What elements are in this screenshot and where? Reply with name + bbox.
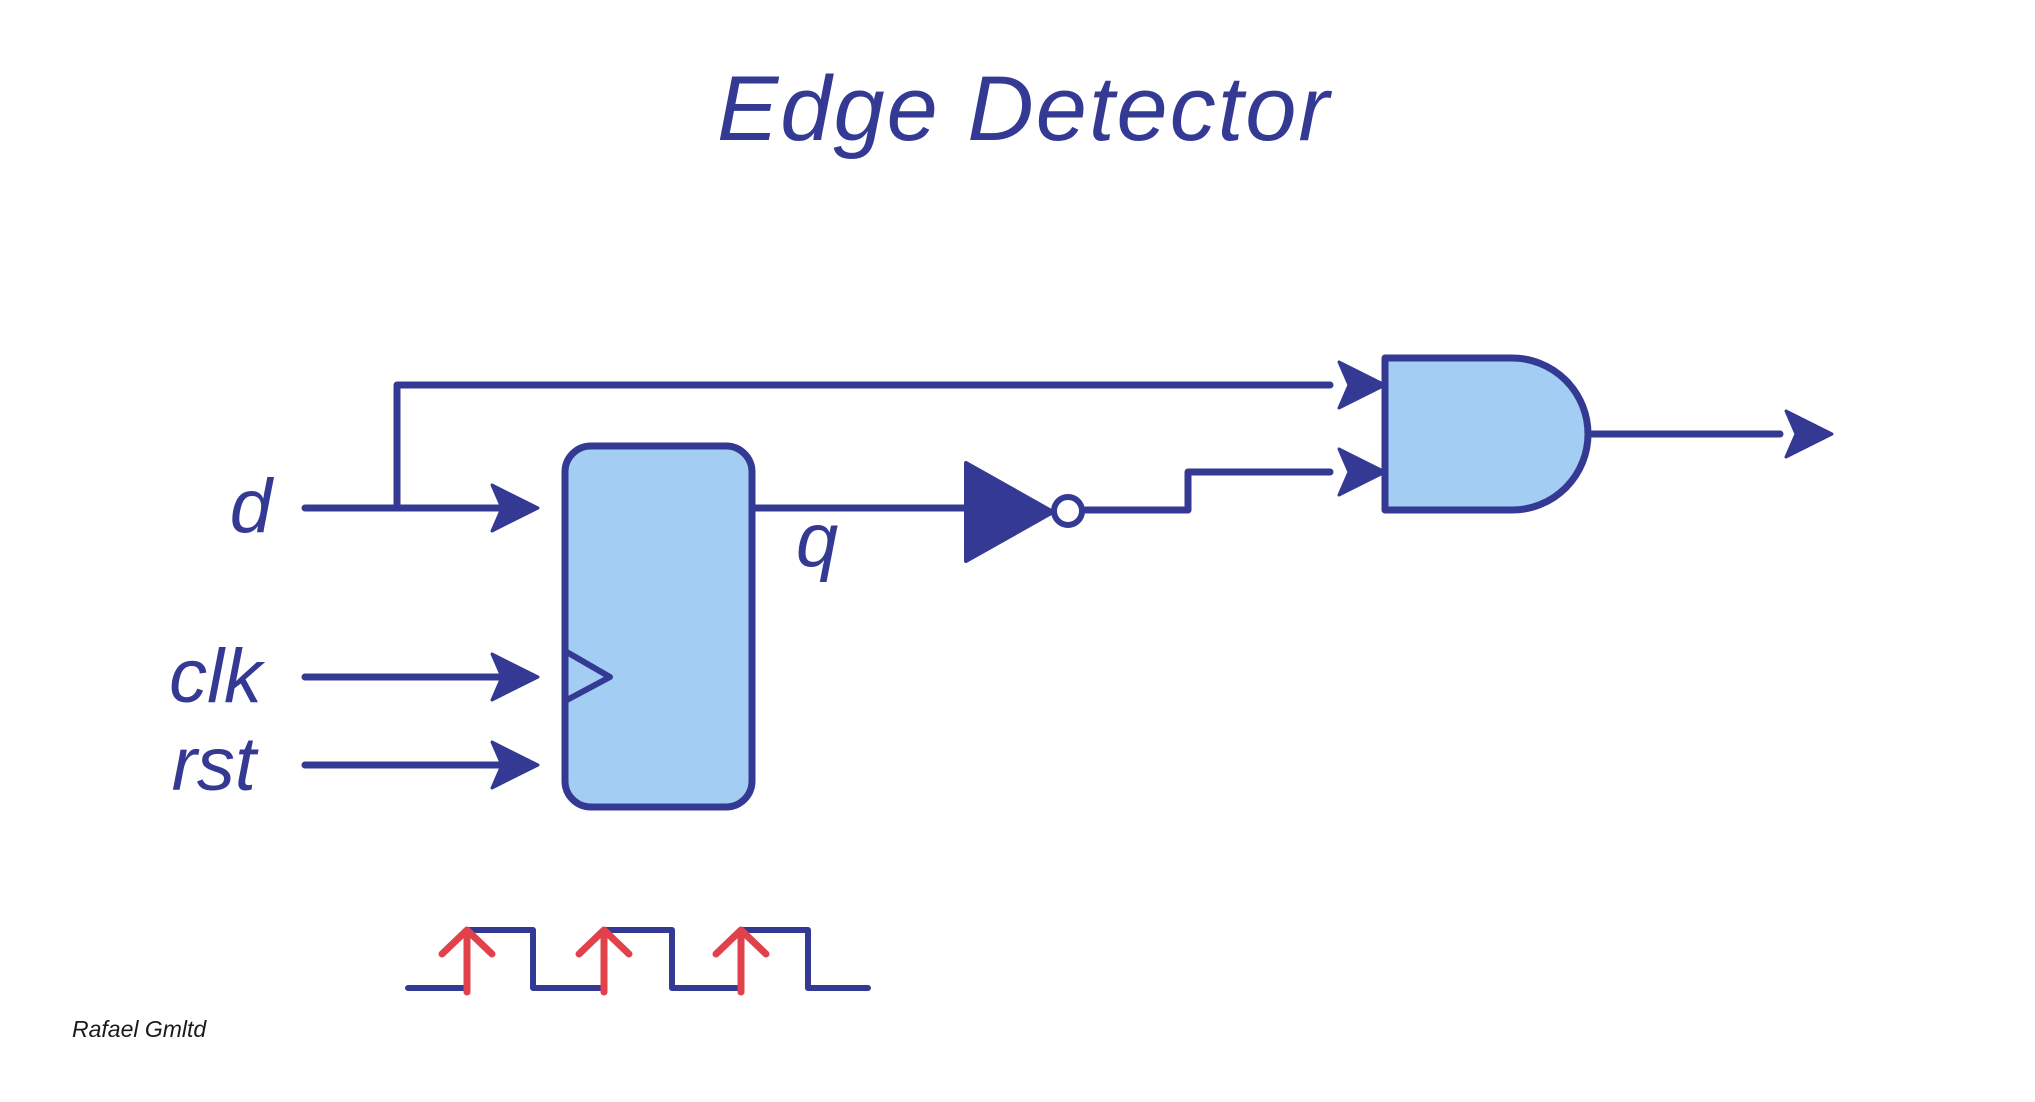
inverter (964, 461, 1085, 563)
diagram-title: Edge Detector (717, 58, 1332, 160)
arrowhead-gate-input-a (1337, 360, 1387, 410)
wire-inverter-to-gate (1077, 468, 1334, 514)
arrowhead-gate-input-b (1337, 447, 1387, 497)
wires (301, 381, 1784, 769)
rising-edge-arrow-icon (575, 926, 633, 996)
inverter-bubble (1051, 494, 1085, 528)
clock-square-wave (405, 927, 871, 991)
wire-d-bypass (393, 381, 1334, 512)
arrowhead-d (490, 483, 540, 533)
arrowhead-clk (490, 652, 540, 702)
output-label-q: q (796, 498, 838, 583)
arrowheads (490, 360, 1834, 790)
input-label-clk: clk (169, 634, 266, 719)
flip-flop (561, 442, 756, 811)
input-label-rst: rst (172, 722, 259, 807)
and-gate-body (1381, 354, 1592, 514)
and-gate (1381, 354, 1592, 514)
clock-input-triangle-icon (562, 648, 613, 704)
arrowhead-rst (490, 740, 540, 790)
rising-edge-arrow-icon (712, 926, 770, 996)
flip-flop-body (561, 442, 756, 811)
inverter-triangle (964, 461, 1055, 563)
rising-edge-arrow-icon (438, 926, 496, 996)
clock-waveform (405, 926, 871, 996)
credit-text: Rafael Gmltd (72, 1016, 207, 1042)
input-label-d: d (230, 464, 275, 549)
arrowhead-output (1784, 409, 1834, 459)
